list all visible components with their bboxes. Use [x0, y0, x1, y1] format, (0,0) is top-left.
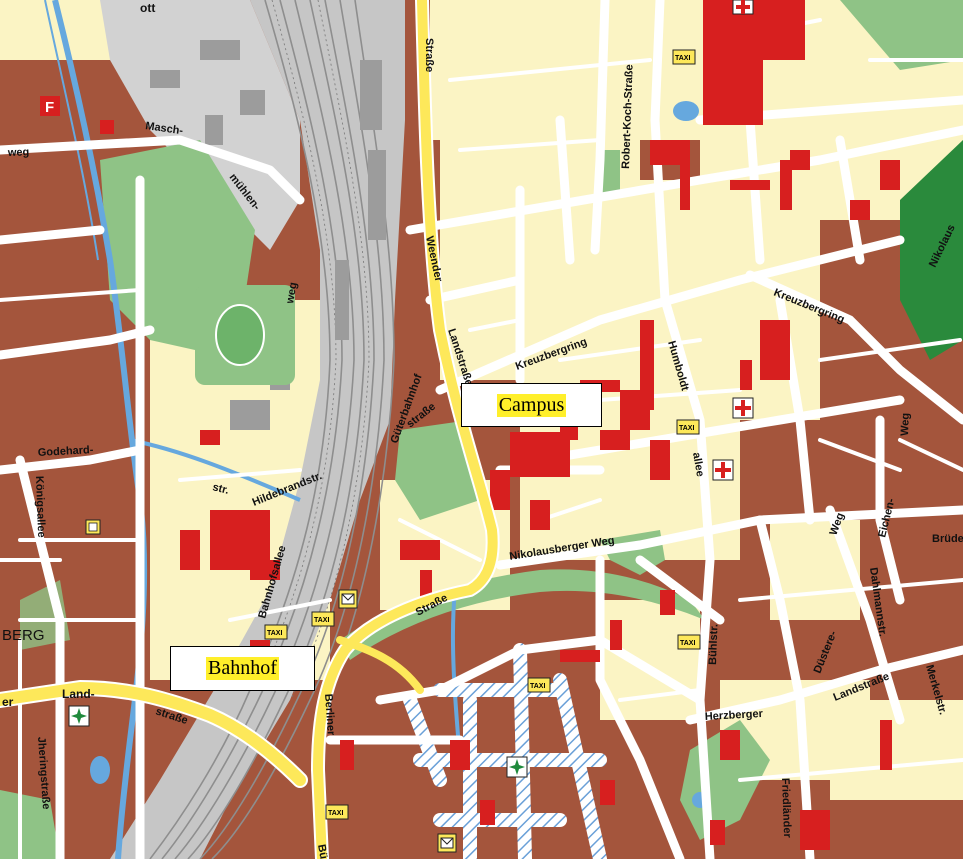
taxi-icon: TAXI [677, 634, 701, 650]
post-office-icon [437, 833, 457, 853]
taxi-icon: TAXI [311, 611, 335, 627]
fuel-station-icon: F [40, 96, 60, 116]
svg-text:TAXI: TAXI [314, 617, 329, 624]
hospital-icon [732, 397, 754, 419]
street-label: Robert-Koch-Straße [620, 64, 636, 169]
street-label: Land- [62, 687, 95, 701]
taxi-icon: TAXI [264, 624, 288, 640]
street-label: Weg [899, 413, 912, 436]
svg-text:TAXI: TAXI [530, 683, 545, 690]
sight-markers [68, 705, 528, 778]
district-label: BERG [2, 627, 45, 644]
taxi-stands: TAXI TAXI TAXI TAXI TAXI TAXI TAXI [264, 49, 701, 820]
svg-text:TAXI: TAXI [680, 640, 695, 647]
svg-text:TAXI: TAXI [675, 55, 690, 62]
hospital-icon [712, 459, 734, 481]
street-label: str. [211, 481, 230, 497]
taxi-icon: TAXI [676, 419, 700, 435]
hospital-icon [732, 0, 754, 15]
sight-icon [68, 705, 90, 727]
street-label: Godehard- [38, 444, 95, 459]
bahnhof-callout: Bahnhof [170, 646, 315, 691]
post-office-markers [338, 589, 457, 853]
campus-label: Campus [496, 393, 567, 417]
street-label: er [2, 695, 14, 709]
taxi-icon: TAXI [325, 804, 349, 820]
svg-text:TAXI: TAXI [267, 630, 282, 637]
taxi-icon: TAXI [672, 49, 696, 65]
hotel-icon [85, 519, 101, 535]
street-label: Königsallee [33, 476, 47, 538]
street-label: Straße [423, 38, 435, 72]
svg-text:TAXI: TAXI [679, 425, 694, 432]
public-buildings [100, 0, 900, 850]
sight-icon [506, 756, 528, 778]
street-label: Bü [315, 843, 329, 859]
svg-text:F: F [45, 99, 54, 116]
svg-text:TAXI: TAXI [328, 810, 343, 817]
main-roads [0, 0, 500, 859]
street-label: Herzberger [705, 708, 764, 723]
post-office-icon [338, 589, 358, 609]
street-label: Berliner [322, 693, 337, 736]
street-label: Brüder [932, 533, 963, 545]
street-label: weg [7, 146, 30, 159]
street-label: allee [690, 451, 706, 477]
street-label: Jheringstraße [35, 736, 52, 809]
taxi-icon: TAXI [527, 677, 551, 693]
ponds [90, 101, 708, 808]
street-label: Bühlstr. [707, 624, 720, 665]
street-label: ott [140, 1, 155, 15]
hospital-markers [712, 0, 754, 481]
campus-callout: Campus [461, 383, 602, 427]
bahnhof-label: Bahnhof [206, 657, 279, 680]
street-label: Friedländer [779, 778, 793, 839]
street-label: weg [284, 281, 300, 305]
street-label: Masch- [145, 120, 185, 137]
